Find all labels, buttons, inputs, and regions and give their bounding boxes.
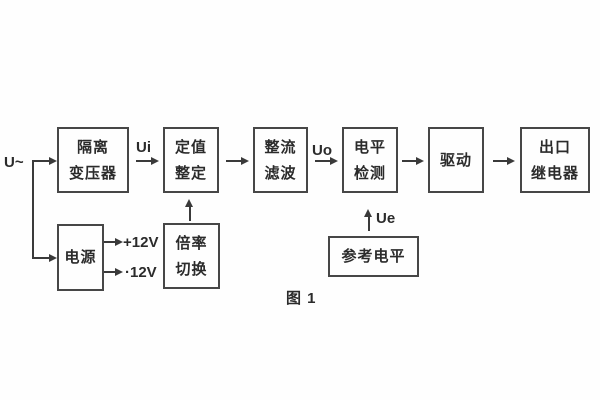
- label-minus12v: ·12V: [125, 264, 157, 281]
- connector-uo-line: [315, 160, 330, 162]
- input-branch-vertical-line: [32, 161, 34, 258]
- arrow-right-icon: [241, 157, 249, 165]
- block-power-supply: 电源: [57, 224, 104, 291]
- arrow-minus12v-icon: [115, 268, 123, 276]
- block-label: 驱动: [439, 151, 472, 169]
- block-label: 滤波: [264, 164, 297, 182]
- block-label: 检测: [353, 164, 386, 182]
- ratio-switch-up-line: [189, 207, 191, 221]
- figure-caption: 图 1: [286, 290, 317, 307]
- input-bottom-line: [32, 257, 49, 259]
- block-driver: 驱动: [428, 127, 484, 193]
- input-top-line: [32, 160, 49, 162]
- arrow-into-transformer-icon: [49, 157, 57, 165]
- connector-line: [226, 160, 241, 162]
- reference-up-line: [368, 217, 370, 231]
- connector-line: [493, 160, 507, 162]
- power-plus12v-line: [104, 241, 115, 243]
- arrow-plus12v-icon: [115, 238, 123, 246]
- block-level-detect: 电平 检测: [342, 127, 398, 193]
- block-rectifier-filter: 整流 滤波: [253, 127, 308, 193]
- block-label: 变压器: [68, 164, 117, 182]
- label-uo: Uo: [312, 142, 332, 159]
- connector-line: [402, 160, 416, 162]
- block-label: 电源: [64, 249, 97, 266]
- arrow-ui-icon: [151, 157, 159, 165]
- power-minus12v-line: [104, 271, 115, 273]
- block-label: 定值: [174, 138, 207, 156]
- block-ratio-switch: 倍率 切换: [163, 223, 220, 289]
- block-reference-level: 参考电平: [328, 236, 419, 277]
- arrow-up-ue-icon: [364, 209, 372, 217]
- block-label: 倍率: [175, 234, 208, 252]
- block-label: 切换: [175, 260, 208, 278]
- block-label: 整流: [264, 138, 297, 156]
- block-label: 电平: [353, 138, 386, 156]
- arrow-right-icon: [507, 157, 515, 165]
- block-label: 参考电平: [341, 248, 406, 265]
- arrow-right-icon: [416, 157, 424, 165]
- label-plus12v: +12V: [123, 234, 159, 251]
- label-ui: Ui: [136, 139, 151, 156]
- connector-ui-line: [136, 160, 151, 162]
- block-output-relay: 出口 继电器: [520, 127, 590, 193]
- block-setpoint-adjust: 定值 整定: [163, 127, 219, 193]
- block-label: 继电器: [530, 164, 579, 182]
- arrow-up-ratio-icon: [185, 199, 193, 207]
- label-input-voltage: U~: [4, 154, 24, 171]
- arrow-into-power-icon: [49, 254, 57, 262]
- block-label: 隔离: [76, 138, 109, 156]
- block-label: 出口: [538, 138, 571, 156]
- block-isolation-transformer: 隔离 变压器: [57, 127, 129, 193]
- block-label: 整定: [174, 164, 207, 182]
- label-ue: Ue: [376, 210, 396, 227]
- arrow-uo-icon: [330, 157, 338, 165]
